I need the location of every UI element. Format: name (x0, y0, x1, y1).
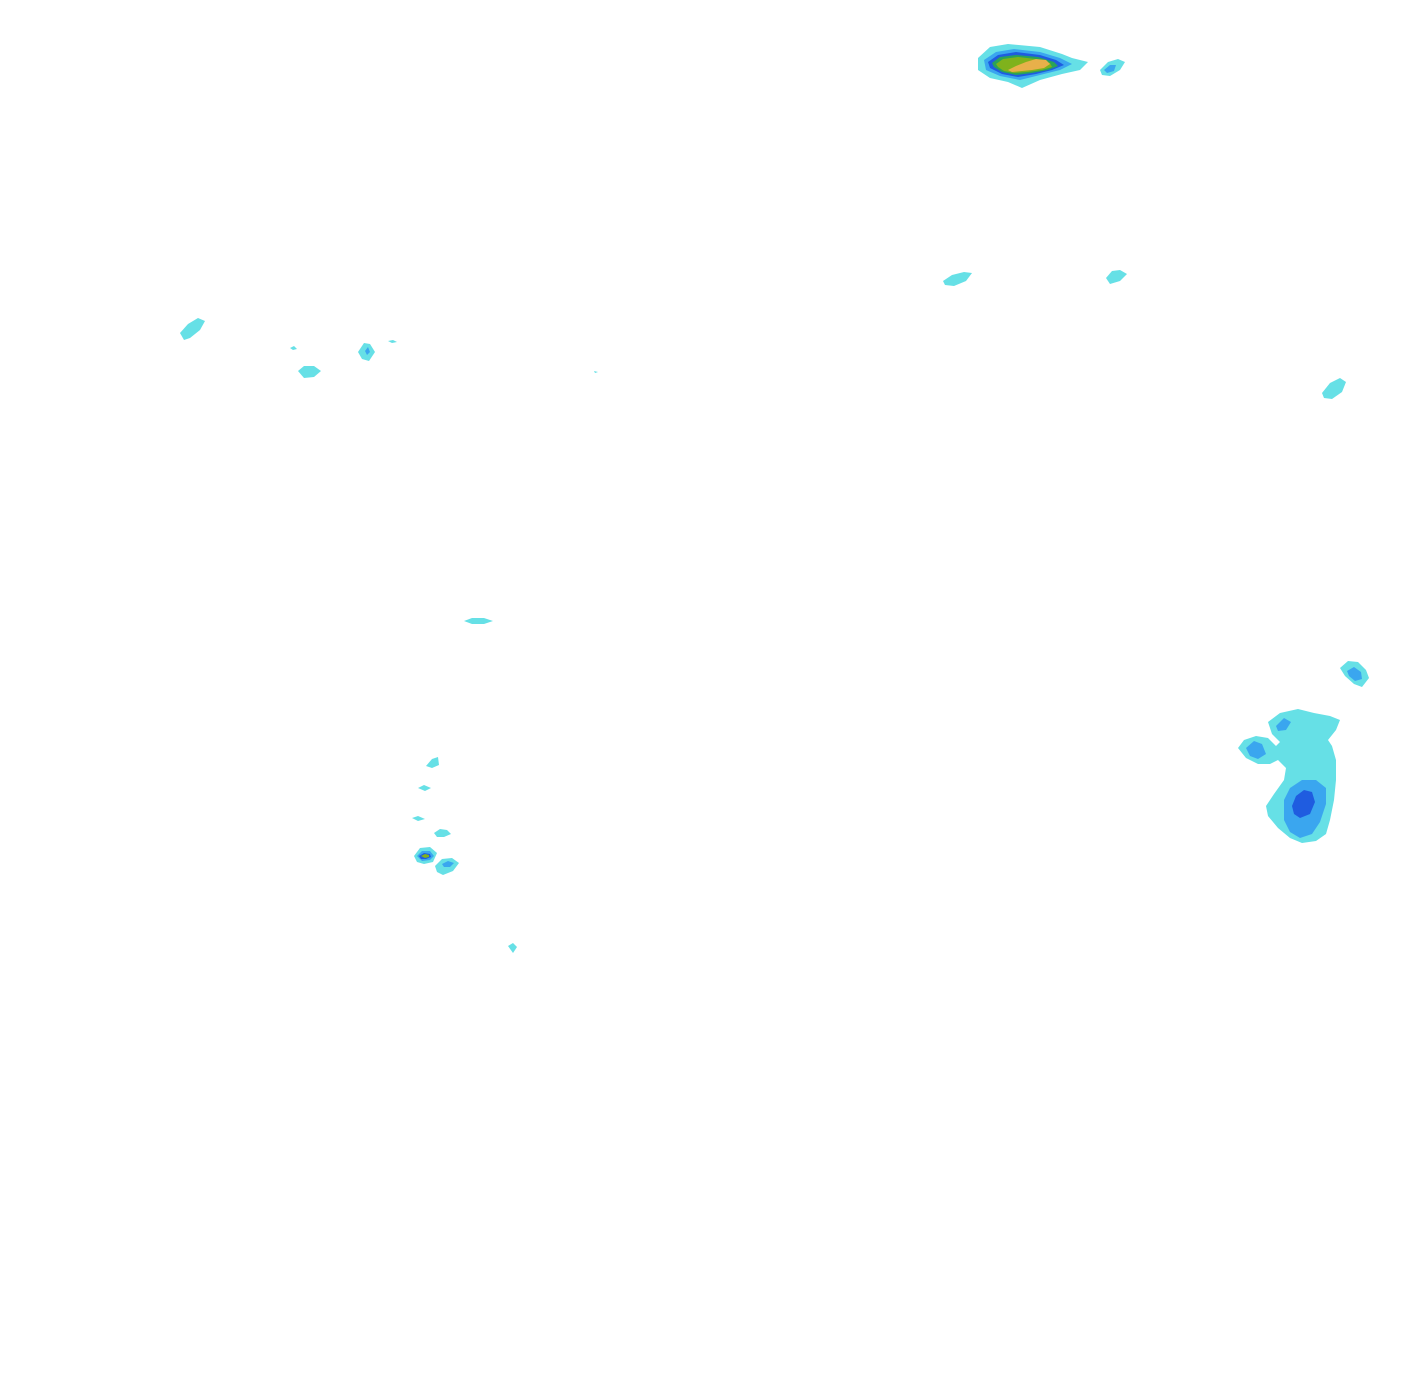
contour-level-6 (1008, 59, 1050, 72)
speck (180, 318, 205, 340)
contour-level-2 (1104, 65, 1116, 73)
speck (365, 347, 370, 355)
speck (594, 371, 598, 373)
speck (434, 829, 451, 837)
speck (388, 340, 397, 343)
speck (298, 366, 321, 378)
contour-level-2 (442, 861, 454, 867)
speck (426, 757, 439, 768)
cell-central-south-cluster (412, 757, 517, 953)
speck (290, 346, 297, 350)
speck (464, 618, 493, 624)
contour-level-5 (421, 854, 429, 858)
cell-east-small (1340, 661, 1369, 687)
contour-level-2 (1347, 667, 1362, 681)
speck (418, 785, 431, 791)
speck (508, 943, 517, 953)
speck (1322, 378, 1346, 399)
contour-level-2 (1246, 741, 1266, 759)
cell-north-satellite (1100, 59, 1125, 76)
cell-east-cluster (1238, 709, 1340, 843)
cell-scattered-light-upper (180, 270, 1346, 624)
contour-level-2 (1276, 718, 1291, 731)
cell-north-peak (978, 44, 1088, 88)
speck (943, 272, 972, 286)
contour-level-3 (1292, 790, 1315, 818)
speck (1106, 270, 1127, 284)
speck (412, 816, 425, 821)
